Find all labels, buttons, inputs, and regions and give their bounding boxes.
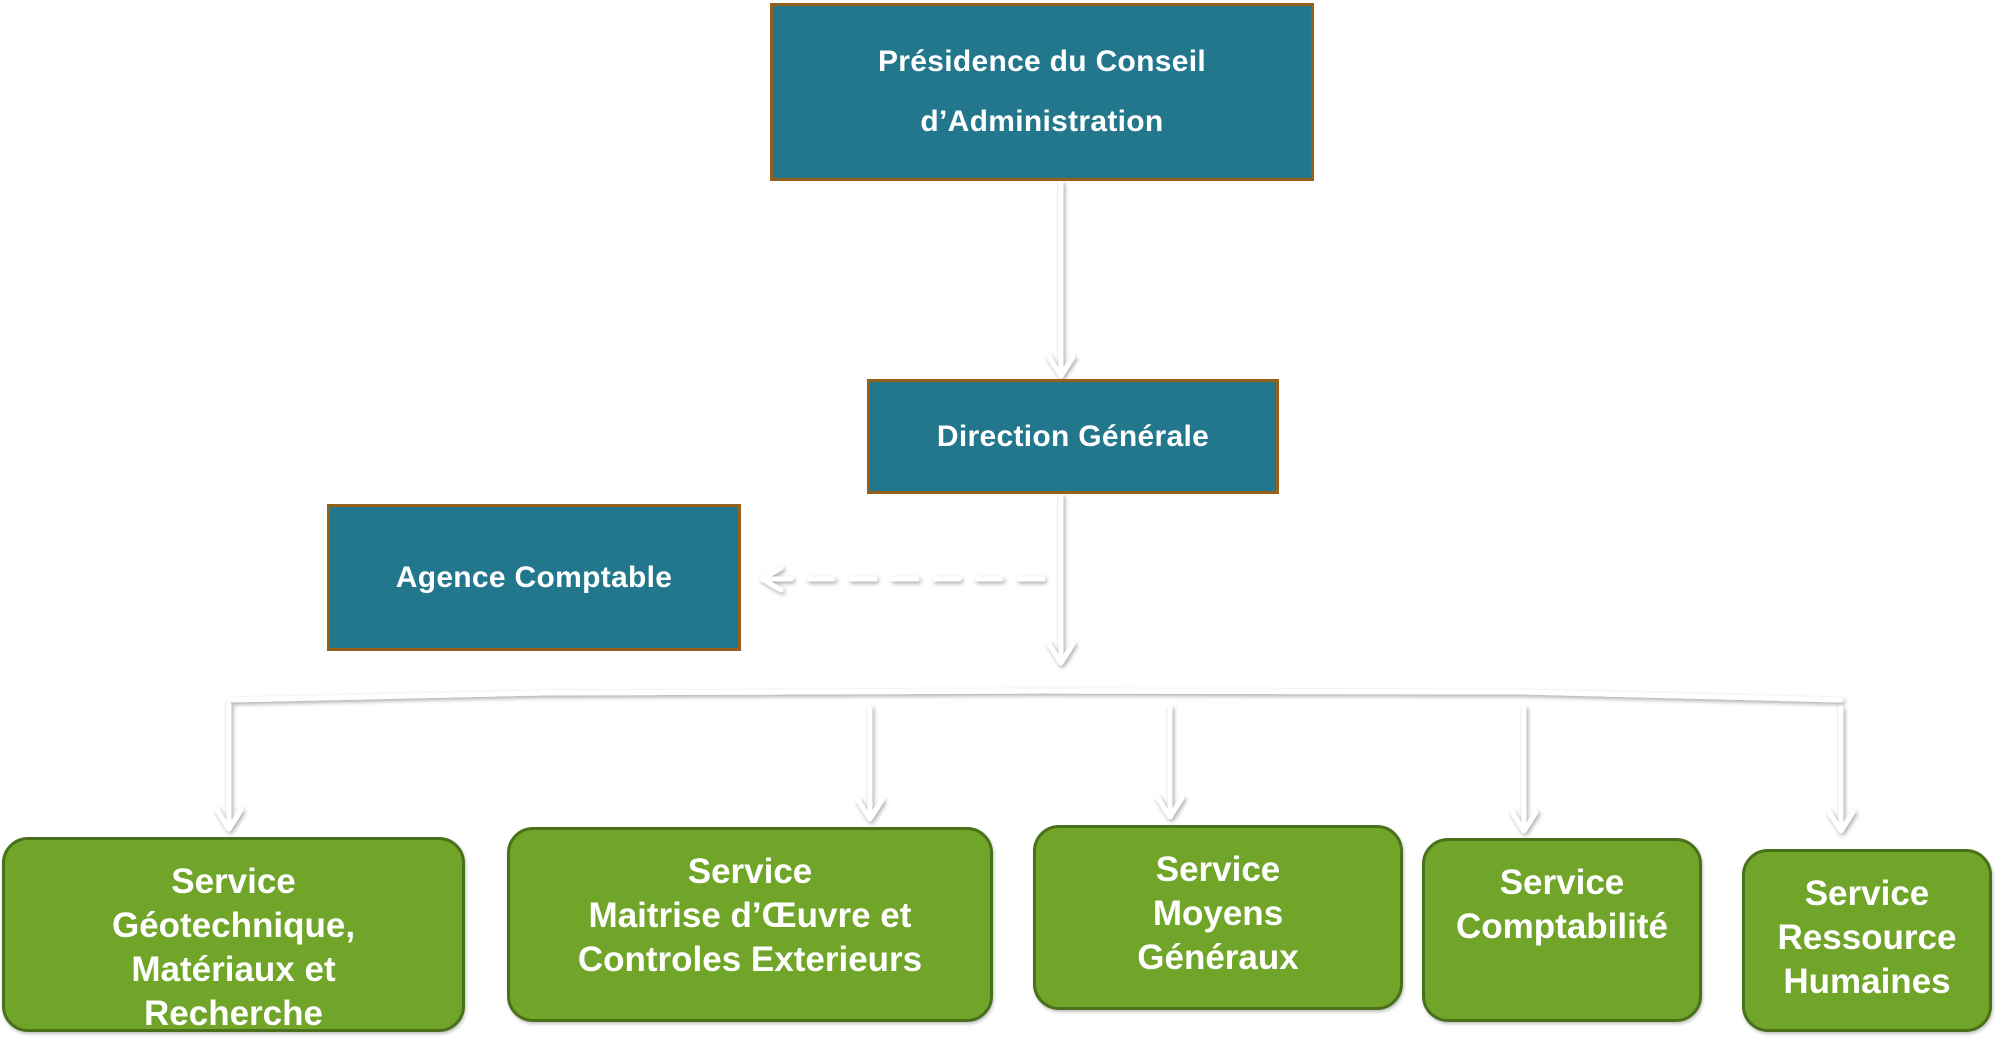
arrowhead-service-5 — [1826, 809, 1856, 834]
node-service-moyens-generaux[interactable]: Service Moyens Généraux — [1033, 825, 1403, 1010]
node-direction-label: Direction Générale — [936, 419, 1210, 453]
arrowhead-service-1 — [214, 807, 244, 832]
arrowhead-direction — [1046, 354, 1076, 379]
node-service-geotechnique-label: Service Géotechnique, Matériaux et Reche… — [111, 862, 356, 1032]
node-service-maitrise-label: Service Maitrise d’Œuvre et Controles Ex… — [577, 852, 923, 979]
node-service-rh-label: Service Ressource Humaines — [1777, 874, 1957, 1001]
arrowhead-service-3 — [1155, 795, 1185, 820]
node-presidence[interactable]: Présidence du Conseil d’Administration — [770, 3, 1314, 181]
node-presidence-label: Présidence du Conseil d’Administration — [877, 45, 1207, 138]
node-service-maitrise-oeuvre[interactable]: Service Maitrise d’Œuvre et Controles Ex… — [507, 827, 993, 1022]
arrowhead-service-2 — [855, 797, 885, 822]
arrowhead-agence — [759, 565, 784, 593]
node-agence-label: Agence Comptable — [395, 560, 673, 594]
node-service-comptabilite-label: Service Comptabilité — [1456, 863, 1668, 946]
node-agence-comptable[interactable]: Agence Comptable — [327, 504, 741, 651]
arrowhead-trunk — [1046, 641, 1076, 666]
node-service-geotechnique[interactable]: Service Géotechnique, Matériaux et Reche… — [2, 837, 465, 1032]
arrowhead-service-4 — [1509, 809, 1539, 834]
node-service-moyens-label: Service Moyens Généraux — [1137, 850, 1299, 977]
node-service-comptabilite[interactable]: Service Comptabilité — [1422, 838, 1702, 1022]
node-direction-generale[interactable]: Direction Générale — [867, 379, 1279, 494]
node-service-ressources-humaines[interactable]: Service Ressource Humaines — [1742, 849, 1992, 1032]
distribution-bar — [226, 688, 1844, 703]
